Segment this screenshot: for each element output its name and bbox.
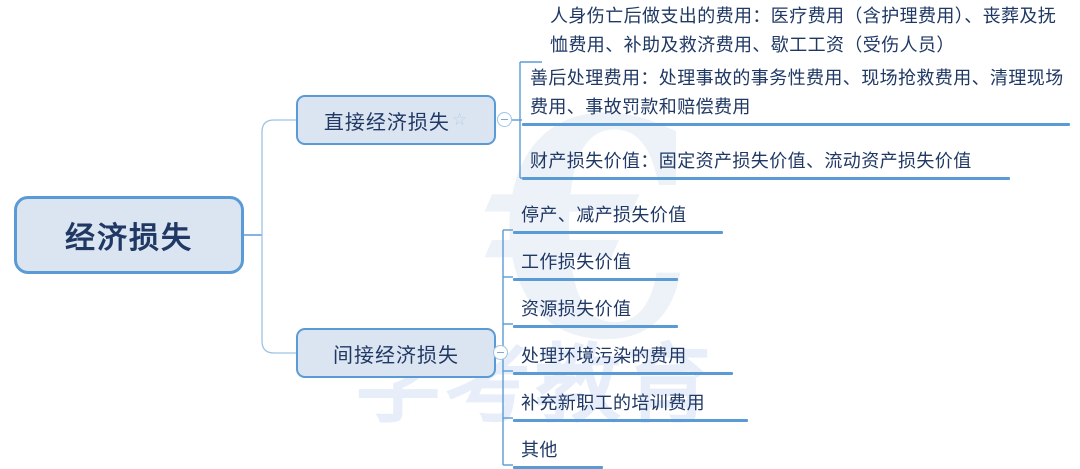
root-to-branch-2 [261, 235, 296, 354]
root-to-branch-1 [261, 119, 296, 235]
minus-circle-icon-branch-2[interactable] [493, 345, 508, 360]
leaf-underline [513, 466, 603, 469]
leaf-underline [522, 177, 1010, 180]
root-node-label: 经济损失 [65, 221, 193, 256]
leaf-underline [513, 419, 748, 422]
leaf-node[interactable]: 工作损失价值 [513, 248, 678, 281]
leaf-node[interactable]: 善后处理费用：处理事故的事务性费用、现场抢救费用、清理现场费用、事故罚款和赔偿费… [522, 64, 1070, 126]
leaf-node-label: 停产、减产损失价值 [521, 205, 687, 226]
leaf-node[interactable]: 资源损失价值 [513, 295, 678, 328]
leaf-node-label: 善后处理费用：处理事故的事务性费用、现场抢救费用、清理现场费用、事故罚款和赔偿费… [530, 68, 1064, 118]
branch-node-indirect-loss[interactable]: 间接经济损失 [296, 328, 496, 378]
leaf-underline [513, 278, 678, 281]
leaf-node-label: 财产损失价值：固定资产损失价值、流动资产损失价值 [530, 151, 972, 172]
branch-node-direct-loss-label: 直接经济损失 [323, 109, 450, 134]
leaf-node[interactable]: 人身伤亡后做支出的费用：医疗费用（含护理费用）、丧葬及抚恤费用、补助及救济费用、… [542, 2, 1072, 64]
leaf-node-label: 人身伤亡后做支出的费用：医疗费用（含护理费用）、丧葬及抚恤费用、补助及救济费用、… [550, 6, 1057, 56]
leaf-node[interactable]: 处理环境污染的费用 [513, 342, 733, 375]
root-node[interactable]: 经济损失 [14, 196, 244, 274]
leaf-node-label: 其他 [521, 440, 558, 461]
leaf-node[interactable]: 其他 [513, 436, 603, 469]
leaf-node-label: 工作损失价值 [521, 252, 632, 273]
leaf-underline [513, 372, 733, 375]
leaf-node[interactable]: 财产损失价值：固定资产损失价值、流动资产损失价值 [522, 147, 1010, 180]
leaf-node[interactable]: 补充新职工的培训费用 [513, 389, 748, 422]
branch-node-indirect-loss-label: 间接经济损失 [333, 342, 459, 367]
leaf-underline [513, 325, 678, 328]
leaf-node-label: 补充新职工的培训费用 [521, 393, 705, 414]
leaf-node-label: 处理环境污染的费用 [521, 346, 687, 367]
minus-circle-icon-branch-1[interactable] [497, 112, 512, 127]
leaf-node-label: 资源损失价值 [521, 299, 632, 320]
branch-node-direct-loss[interactable]: 直接经济损失 ☆ [296, 95, 496, 145]
leaf-underline [522, 123, 1070, 126]
leaf-node[interactable]: 停产、减产损失价值 [513, 201, 723, 234]
leaf-underline [513, 231, 723, 234]
star-icon: ☆ [451, 109, 469, 130]
